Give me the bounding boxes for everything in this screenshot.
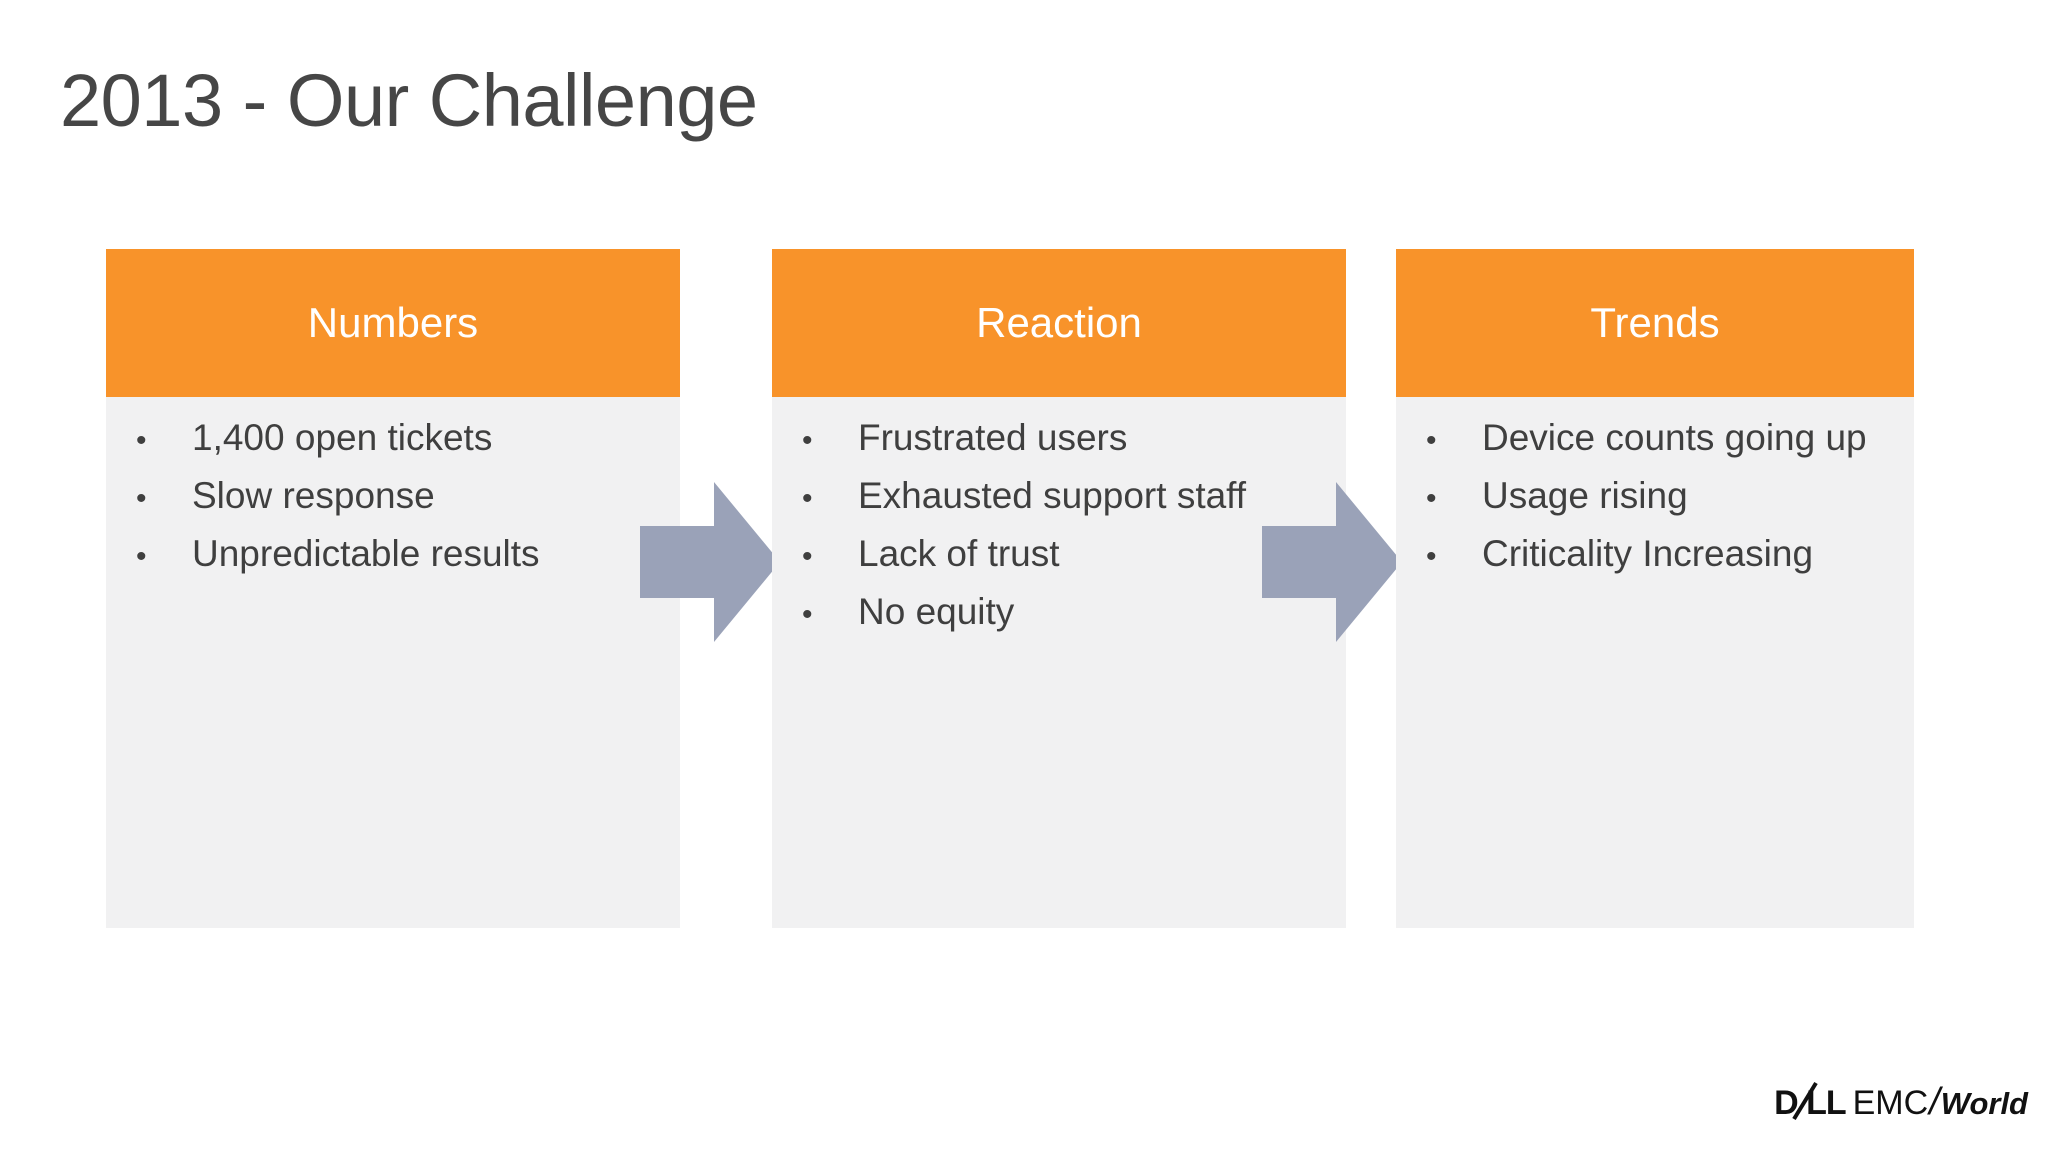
list-item-label: Usage rising [1482,475,1688,516]
list-item: • Criticality Increasing [1396,535,1914,593]
card-title-trends: Trends [1590,299,1720,346]
list-item-label: 1,400 open tickets [192,417,493,458]
bullet-icon: • [136,482,147,515]
card-body-reaction: • Frustrated users • Exhausted support s… [772,397,1346,651]
list-item-label: Criticality Increasing [1482,533,1814,574]
bullet-icon: • [1426,540,1437,573]
bullet-icon: • [802,424,813,457]
bullet-icon: • [1426,424,1437,457]
list-item-label: Exhausted support staff [858,475,1247,516]
card-header-trends: Trends [1396,249,1914,397]
list-item-label: Slow response [192,475,435,516]
arrow-right-icon-1 [640,482,780,642]
card-numbers: Numbers • 1,400 open tickets • Slow resp… [106,249,680,928]
list-item: • Slow response [106,477,680,535]
card-body-numbers: • 1,400 open tickets • Slow response • U… [106,397,680,593]
list-item: • Device counts going up [1396,419,1914,477]
bullet-icon: • [1426,482,1437,515]
card-header-reaction: Reaction [772,249,1346,397]
card-title-numbers: Numbers [307,299,479,346]
list-item: • 1,400 open tickets [106,419,680,477]
list-item-label: No equity [858,591,1015,632]
page-title: 2013 - Our Challenge [60,59,758,142]
dell-emc-world-logo: D LL EMC / World [1774,1081,2028,1124]
list-item: • Frustrated users [772,419,1346,477]
bullet-icon: • [136,540,147,573]
card-body-trends: • Device counts going up • Usage rising … [1396,397,1914,593]
list-item: • No equity [772,593,1346,651]
logo-dell-text: D LL [1774,1084,1847,1122]
card-title-reaction: Reaction [976,299,1142,346]
list-item-label: Unpredictable results [192,533,540,574]
card-header-numbers: Numbers [106,249,680,397]
arrow-right-icon-2 [1262,482,1402,642]
logo-emc-text: EMC [1852,1084,1929,1122]
logo-separator: / [1929,1081,1940,1123]
card-trends: Trends • Device counts going up • Usage … [1396,249,1914,928]
logo-dell-wordmark: D LL [1774,1081,1847,1123]
card-reaction: Reaction • Frustrated users • Exhausted … [772,249,1346,928]
bullet-icon: • [802,598,813,631]
list-item-label: Device counts going up [1482,417,1867,458]
list-item: • Lack of trust [772,535,1346,593]
bullet-icon: • [802,540,813,573]
list-item: • Exhausted support staff [772,477,1346,535]
list-item-label: Lack of trust [858,533,1060,574]
list-item: • Unpredictable results [106,535,680,593]
bullet-icon: • [136,424,147,457]
list-item-label: Frustrated users [858,417,1128,458]
list-item: • Usage rising [1396,477,1914,535]
bullet-icon: • [802,482,813,515]
logo-world-text: World [1940,1086,2028,1121]
